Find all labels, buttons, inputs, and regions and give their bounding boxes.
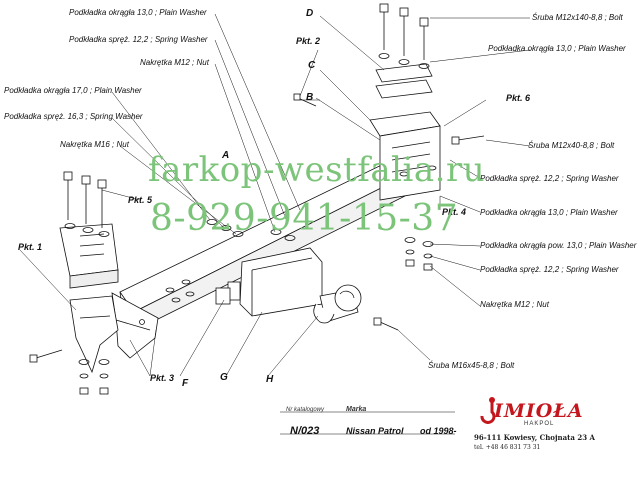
callout-plain-washer-17: Podkładka okrągła 17,0 ; Plain Washer (4, 86, 142, 95)
right-mount-bracket (369, 63, 441, 201)
vehicle-model: Nissan Patrol (346, 426, 404, 436)
callout-plain-washer-pow-13: Podkładka okrągła pow. 13,0 ; Plain Wash… (480, 241, 637, 250)
short-bolts (29, 93, 485, 363)
catalog-number: N/023 (290, 425, 320, 437)
pkt-4-label: Pkt. 4 (442, 207, 467, 217)
watermark-site: farkop-westfalia.ru (148, 150, 486, 190)
callout-plain-washer-13-mid: Podkładka okrągła 13,0 ; Plain Washer (480, 208, 618, 217)
pkt-2-label: Pkt. 2 (296, 36, 321, 46)
left-mount-bracket (59, 223, 119, 374)
catalog-number-caption: Nr katalogowy (286, 407, 325, 413)
title-block-frame (280, 411, 455, 435)
part-letter-d: D (306, 8, 314, 19)
part-letter-h: H (266, 374, 274, 385)
leader-lines (19, 13, 531, 377)
callout-bolt-m12x140: Śruba M12x140-8,8 ; Bolt (532, 13, 623, 22)
part-letter-f: F (182, 378, 189, 389)
maker-logo-sub: HAKPOL (524, 421, 555, 427)
watermark-phone: 8-929-941-15-37 (150, 198, 459, 239)
callout-nut-m12-right: Nakrętka M12 ; Nut (480, 300, 549, 309)
callout-spring-washer-12-upper: Podkładka spręż. 12,2 ; Spring Washer (480, 174, 619, 183)
model-year: od 1998- (420, 426, 457, 436)
callout-bolt-m12x40: Śruba M12x40-8,8 ; Bolt (528, 141, 615, 150)
tow-ball (313, 284, 362, 324)
callout-plain-washer-13-top: Podkładka okrągła 13,0 ; Plain Washer (488, 44, 626, 53)
callout-bolt-m16x45: Śruba M16x45-8,8 ; Bolt (428, 361, 515, 370)
pkt-1-label: Pkt. 1 (18, 242, 43, 252)
part-letter-c: C (308, 60, 316, 71)
callout-spring-washer-16: Podkładka spręż. 16,3 ; Spring Washer (4, 112, 143, 121)
maker-address: 96-111 Kowiesy, Chojnata 23 A (474, 433, 595, 442)
part-letter-a: A (222, 150, 230, 161)
maker-phone: tel. +48 46 831 73 31 (474, 444, 541, 451)
maker-logo-hook-icon (480, 397, 496, 424)
part-letter-b: B (306, 92, 314, 103)
pkt-5-label: Pkt. 5 (128, 195, 153, 205)
callout-nut-m16: Nakrętka M16 ; Nut (60, 140, 129, 149)
callout-spring-washer-12-lower: Podkładka spręż. 12,2 ; Spring Washer (480, 265, 619, 274)
callout-nut-m12-left: Nakrętka M12 ; Nut (140, 58, 209, 67)
callout-plain-washer-13-left: Podkładka okrągła 13,0 ; Plain Washer (69, 8, 207, 17)
brand-caption: Marka (346, 406, 367, 413)
maker-logo-text: IMIOŁA (494, 400, 584, 422)
pkt-3-label: Pkt. 3 (150, 373, 175, 383)
ball-mount-neck (215, 247, 323, 317)
right-long-bolts (379, 3, 429, 60)
pkt-6-label: Pkt. 6 (506, 93, 531, 103)
part-letter-g: G (220, 372, 228, 383)
callout-spring-washer-12-left: Podkładka spręż. 12,2 ; Spring Washer (69, 35, 208, 44)
washers-and-nuts (64, 53, 437, 395)
left-long-bolts (63, 171, 107, 228)
